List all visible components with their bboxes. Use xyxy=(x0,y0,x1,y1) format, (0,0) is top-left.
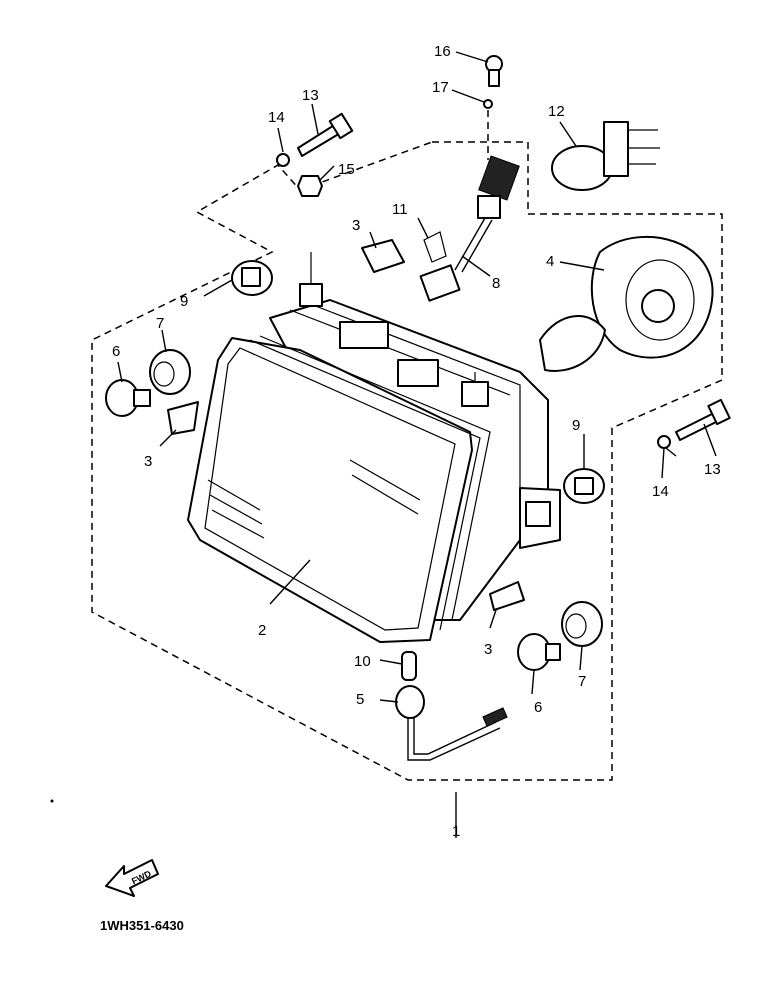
position-bulb xyxy=(401,651,417,681)
callout-1: 1 xyxy=(452,823,460,840)
clip-left xyxy=(167,401,199,435)
clip-top xyxy=(361,239,405,273)
callout-6-left: 6 xyxy=(112,343,120,360)
washer-right xyxy=(657,435,671,449)
bulb-cover xyxy=(539,236,714,372)
callout-5: 5 xyxy=(356,691,364,708)
callout-7-right: 7 xyxy=(578,673,586,690)
collar-left xyxy=(149,349,191,395)
headlight-bulb xyxy=(551,121,660,191)
callout-3-top: 3 xyxy=(352,217,360,234)
callout-3-bottom: 3 xyxy=(484,641,492,658)
clip-bottom xyxy=(489,581,525,611)
grommet-left xyxy=(231,260,273,296)
callout-9-right: 9 xyxy=(572,417,580,434)
callout-labels: 1 2 3 3 3 4 5 6 6 7 7 8 9 9 10 11 12 13 … xyxy=(112,43,721,840)
washer-small xyxy=(483,99,493,109)
socket-cord xyxy=(419,155,520,302)
callout-6-right: 6 xyxy=(534,699,542,716)
callout-9-left: 9 xyxy=(180,293,188,310)
callout-16: 16 xyxy=(434,43,451,60)
adjusting-screw-top xyxy=(297,112,354,157)
callout-2: 2 xyxy=(258,622,266,639)
callout-7-left: 7 xyxy=(156,315,164,332)
leader-lines xyxy=(117,51,717,838)
collar-right xyxy=(561,601,603,647)
damper-left xyxy=(105,379,151,417)
callout-12: 12 xyxy=(548,103,565,120)
callout-14-right: 14 xyxy=(652,483,669,500)
headlight-unit xyxy=(187,252,561,643)
callout-11: 11 xyxy=(392,201,408,218)
forward-arrow-icon: FWD xyxy=(105,859,159,897)
nut xyxy=(297,175,323,197)
callout-15: 15 xyxy=(338,161,355,178)
callout-13-right: 13 xyxy=(704,461,721,478)
callout-13-top: 13 xyxy=(302,87,319,104)
stray-dot xyxy=(50,799,54,803)
adjusting-screw-right xyxy=(675,398,731,441)
damper-right xyxy=(517,633,561,671)
callout-8: 8 xyxy=(492,275,500,292)
washer-top xyxy=(276,153,290,167)
position-socket xyxy=(395,685,508,761)
callout-17: 17 xyxy=(432,79,449,96)
lens-pattern xyxy=(207,459,421,539)
drawing-code: 1WH351-6430 xyxy=(100,918,184,933)
spring-clip xyxy=(423,231,447,263)
callout-14-top: 14 xyxy=(268,109,285,126)
callout-4: 4 xyxy=(546,253,554,270)
callout-10: 10 xyxy=(354,653,371,670)
grommet-right xyxy=(563,468,605,504)
screw-small xyxy=(485,55,503,87)
assembly-boundary xyxy=(91,141,723,781)
callout-3-left: 3 xyxy=(144,453,152,470)
